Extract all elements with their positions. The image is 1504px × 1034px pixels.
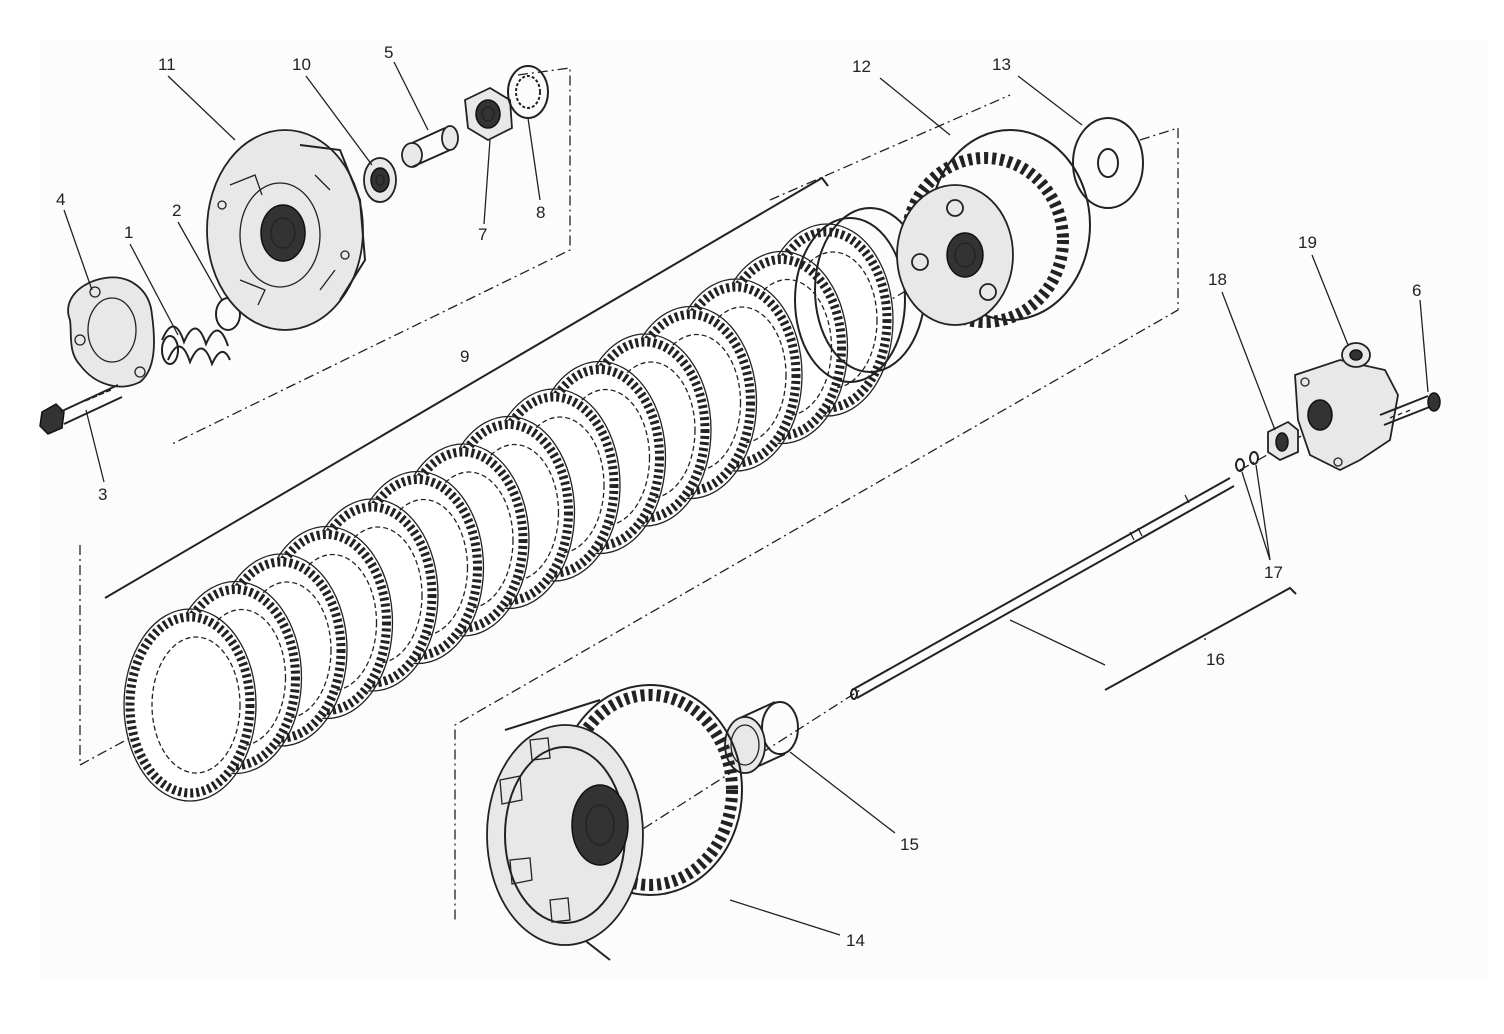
push-pin <box>401 125 459 168</box>
bracket-pushrod-set <box>1104 586 1297 691</box>
slave-cylinder <box>1294 342 1399 472</box>
label-part-1: 1 <box>124 223 133 242</box>
label-part-16: 16 <box>1206 650 1225 669</box>
clutch-plate-stack <box>123 207 926 802</box>
group-outline-hub <box>454 127 1179 920</box>
label-part-17: 17 <box>1264 563 1283 582</box>
label-part-15: 15 <box>900 835 919 854</box>
clutch-basket <box>486 684 743 961</box>
bearing <box>363 157 397 203</box>
hex-nut <box>464 86 513 142</box>
label-part-14: 14 <box>846 931 865 950</box>
label-part-11: 11 <box>158 55 176 74</box>
part-number-labels: 1 2 3 4 5 6 7 8 9 10 11 12 13 14 15 16 1… <box>56 43 1421 950</box>
seal-rings <box>1235 451 1259 472</box>
cylinder-bolt <box>1379 392 1441 426</box>
bracket-plate-set <box>104 176 829 599</box>
slave-piston <box>1267 420 1299 462</box>
clutch-hub <box>896 129 1091 328</box>
push-rod <box>850 477 1235 700</box>
label-part-3: 3 <box>98 485 107 504</box>
label-part-6: 6 <box>1412 281 1421 300</box>
label-part-2: 2 <box>172 201 181 220</box>
flange-bolt <box>39 384 123 435</box>
pressure-plate <box>206 129 367 331</box>
label-part-8: 8 <box>536 203 545 222</box>
cover-plate <box>67 276 155 388</box>
leader-lines <box>63 61 1429 936</box>
clutch-plate <box>123 608 257 802</box>
label-part-18: 18 <box>1208 270 1227 289</box>
label-part-10: 10 <box>292 55 311 74</box>
spacer-ring <box>794 217 906 383</box>
thrust-washer <box>1072 117 1144 209</box>
label-part-4: 4 <box>56 190 65 209</box>
group-outline-pressure-plate <box>169 67 571 446</box>
clutch-spring <box>161 325 231 367</box>
label-part-5: 5 <box>384 43 393 62</box>
lock-washer <box>507 65 549 119</box>
label-part-9: 9 <box>460 347 469 366</box>
label-part-12: 12 <box>852 57 871 76</box>
label-part-13: 13 <box>992 55 1011 74</box>
bushing <box>724 701 799 774</box>
axis-line-top <box>769 94 1011 201</box>
label-part-7: 7 <box>478 225 487 244</box>
label-part-19: 19 <box>1298 233 1317 252</box>
